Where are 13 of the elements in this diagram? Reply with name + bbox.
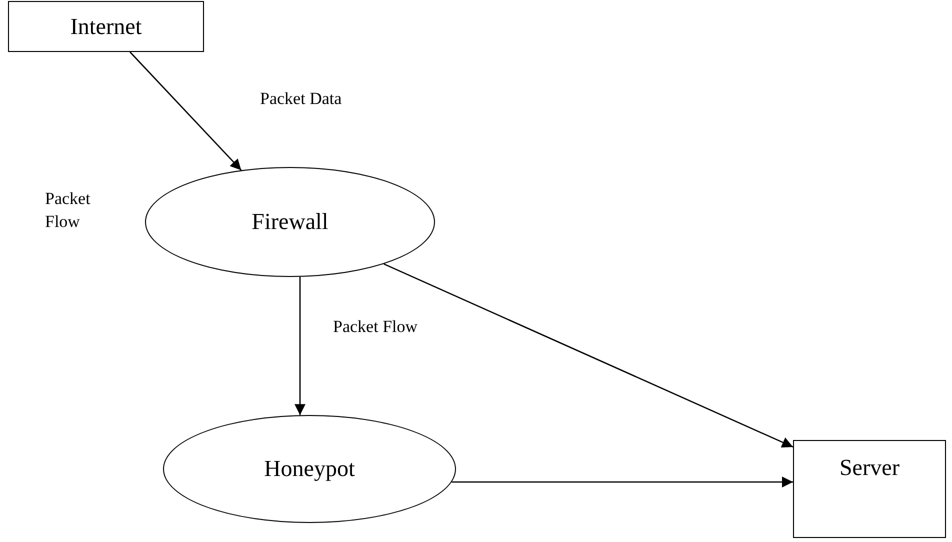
arrow [452,476,793,488]
edge-label: Packet Data [260,88,343,110]
process-box [793,440,946,538]
node-label: Internet [70,14,142,40]
node-label: Firewall [252,209,328,235]
edge-label: Packet Flow [333,316,419,338]
node-label: Honeypot [264,456,355,482]
note-label: Packet Flow [45,188,92,233]
node-label: Server [839,455,900,481]
arrow [384,263,794,448]
arrow [130,52,242,171]
arrow [294,276,306,416]
process-box [8,1,204,52]
